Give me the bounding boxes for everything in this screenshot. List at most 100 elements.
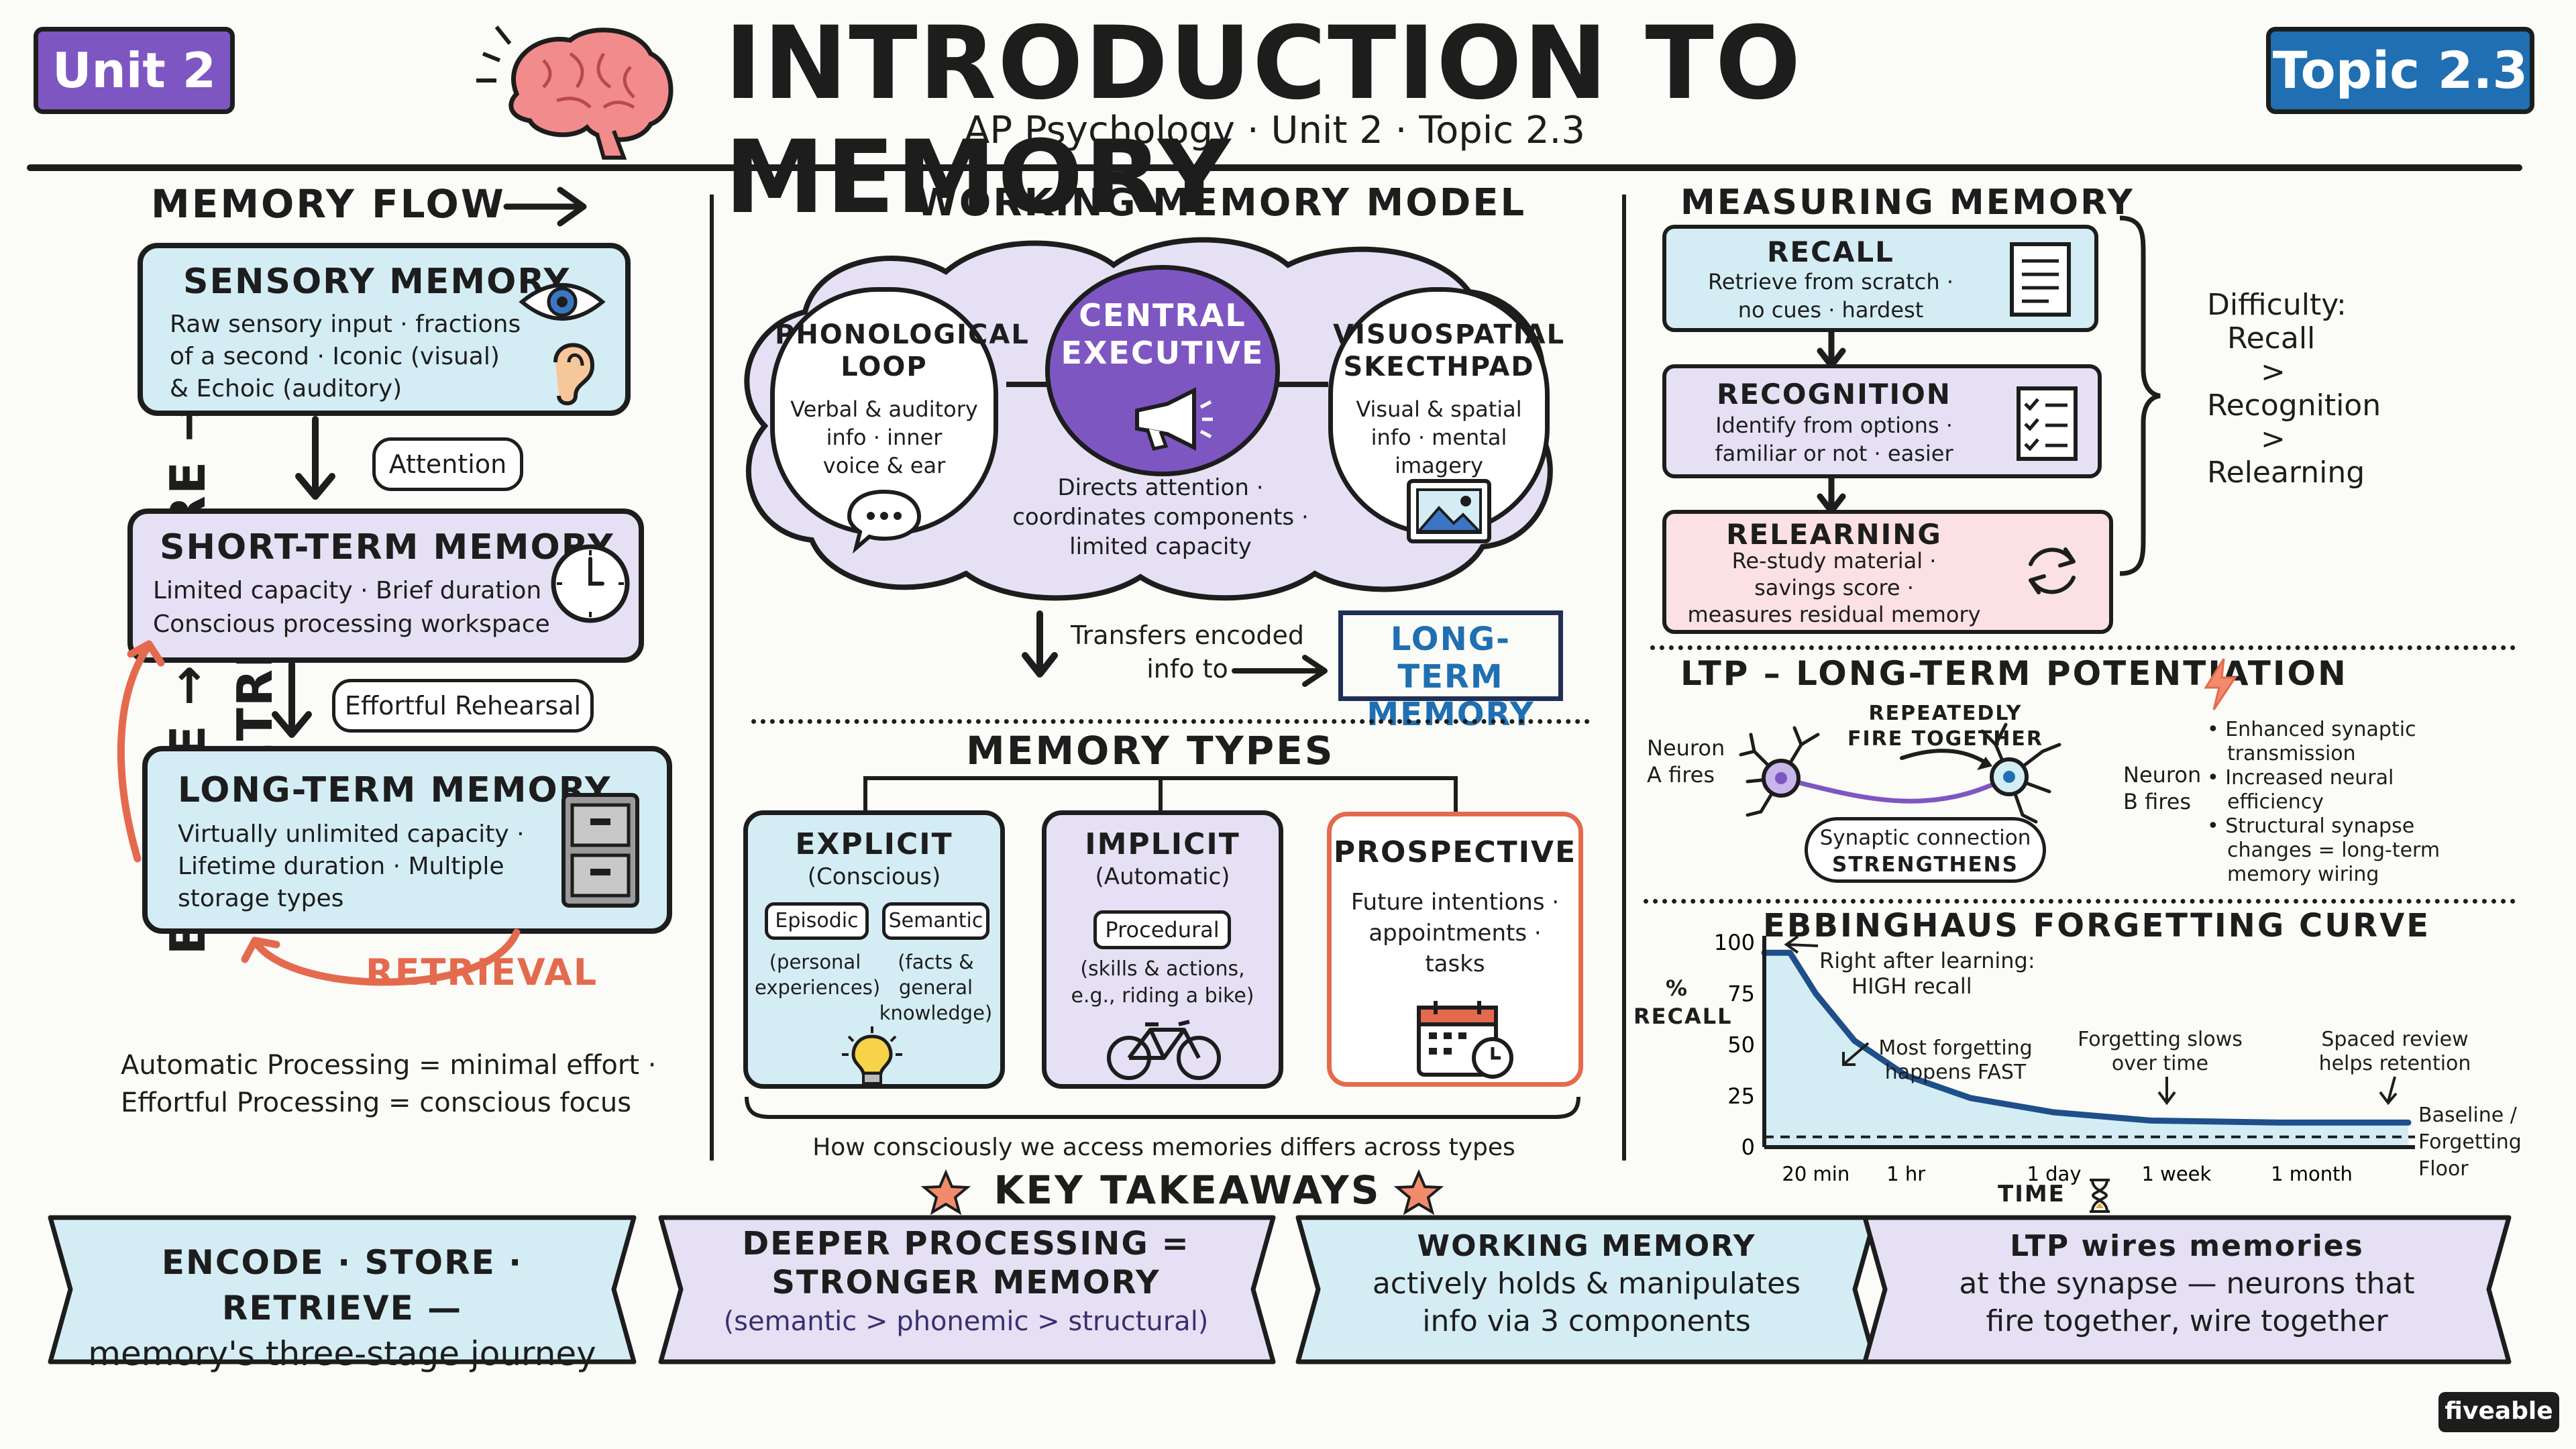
x-tick-label: 20 min xyxy=(1782,1163,1849,1185)
x-tick-label: 1 day xyxy=(2027,1163,2081,1185)
y-axis-label: % RECALL xyxy=(1633,975,1733,1029)
transfer-text: Transfers encoded info to xyxy=(1067,619,1308,686)
phonological-title: PHONOLOGICAL xyxy=(775,319,1030,350)
semantic-desc: knowledge) xyxy=(879,1002,993,1024)
relearning-line: savings score · xyxy=(1754,575,1914,600)
short-term-line: Limited capacity · Brief duration · xyxy=(153,577,557,604)
difficulty-ranking: Difficulty: Recall > Recognition > Relea… xyxy=(2207,288,2381,490)
memory-types-footnote: How consciously we access memories diffe… xyxy=(812,1134,1515,1161)
filing-cabinet-icon xyxy=(561,793,639,908)
ltp-bullet: efficiency xyxy=(2227,790,2324,814)
ltp-bullet: memory wiring xyxy=(2227,863,2379,886)
short-term-line: Conscious processing workspace xyxy=(153,610,550,638)
divider-right xyxy=(1622,195,1626,1161)
difficulty-label: Difficulty: xyxy=(2207,288,2347,322)
relearning-box: RELEARNING Re-study material · savings s… xyxy=(1662,510,2113,634)
episodic-desc: experiences) xyxy=(755,976,881,999)
visuospatial-title: SKECTHPAD xyxy=(1343,352,1535,382)
long-term-memory-box: LONG-TERM MEMORY Virtually unlimited cap… xyxy=(142,746,672,934)
implicit-sub: (Automatic) xyxy=(1095,863,1230,890)
takeaway-line: actively holds & manipulates xyxy=(1372,1267,1801,1301)
y-tick-label: 25 xyxy=(1727,1083,1755,1109)
processing-notes: Automatic Processing = minimal effort · … xyxy=(121,1046,656,1122)
difficulty-item: Recognition xyxy=(2207,388,2381,423)
sensory-line: of a second · Iconic (visual) xyxy=(170,343,500,370)
takeaway-line: fire together, wire together xyxy=(1986,1304,2388,1338)
ltp-bullet: • Enhanced synaptic xyxy=(2207,718,2416,741)
recognition-line: Identify from options · xyxy=(1715,413,1953,438)
repeat-label: FIRE TOGETHER xyxy=(1847,727,2043,751)
synapse-pill: Synaptic connection STRENGTHENS xyxy=(1805,817,2046,883)
neurons-diagram xyxy=(1739,722,2061,824)
visuospatial-line: info · mental xyxy=(1371,425,1507,450)
takeaway-line: ENCODE · STORE · RETRIEVE — xyxy=(161,1243,523,1328)
recall-title: RECALL xyxy=(1767,235,1894,268)
procedural-desc: (skills & actions, xyxy=(1080,957,1245,981)
ltp-bullet: • Structural synapse xyxy=(2207,814,2415,838)
lightning-icon xyxy=(2204,658,2237,710)
visuospatial-line: imagery xyxy=(1395,453,1483,478)
megaphone-icon xyxy=(1135,387,1213,451)
document-icon xyxy=(2010,242,2071,317)
header-rule xyxy=(27,164,2522,171)
recall-box: RECALL Retrieve from scratch · no cues ·… xyxy=(1662,225,2098,332)
long-term-line: storage types xyxy=(178,885,344,912)
transfer-line: info to xyxy=(1146,654,1228,684)
wm-divider xyxy=(751,719,1590,724)
note-high: Right after learning: xyxy=(1819,948,2035,973)
divider-left xyxy=(710,195,714,1161)
implicit-box: IMPLICIT (Automatic) Procedural (skills … xyxy=(1042,810,1283,1089)
difficulty-brace xyxy=(2119,215,2161,576)
visuospatial-line: Visual & spatial xyxy=(1356,396,1522,422)
visuospatial-title: VISUOSPATIAL xyxy=(1333,319,1566,350)
sensory-memory-box: SENSORY MEMORY Raw sensory input · fract… xyxy=(138,243,631,416)
annotation-arrow xyxy=(1784,935,1819,954)
difficulty-sep: > xyxy=(2261,422,2286,456)
curve-area xyxy=(1764,953,2408,1147)
star-icon xyxy=(1393,1169,1444,1216)
y-tick-label: 50 xyxy=(1727,1032,1755,1058)
takeaway-1: ENCODE · STORE · RETRIEVE — memory's thr… xyxy=(74,1234,610,1377)
difficulty-item: Relearning xyxy=(2207,455,2365,490)
calendar-icon xyxy=(1417,1001,1513,1079)
memory-types-brace xyxy=(745,1096,1580,1119)
short-term-memory-box: SHORT-TERM MEMORY Limited capacity · Bri… xyxy=(127,508,644,663)
lightbulb-icon xyxy=(842,1026,902,1085)
takeaway-line: at the synapse — neurons that xyxy=(1959,1267,2415,1301)
short-term-title: SHORT-TERM MEMORY xyxy=(160,527,614,568)
unit-badge: Unit 2 xyxy=(34,27,235,114)
semantic-tag: Semantic xyxy=(882,902,989,940)
neuron-a-label: A fires xyxy=(1647,762,1715,788)
ltp-heading: LTP – LONG-TERM POTENTIATION xyxy=(1680,654,2348,693)
topic-badge: Topic 2.3 xyxy=(2266,27,2534,114)
recognition-line: familiar or not · easier xyxy=(1715,441,1953,466)
central-executive: CENTRAL EXECUTIVE xyxy=(1045,265,1280,476)
bicycle-icon xyxy=(1107,1020,1221,1080)
ebbinghaus-heading: EBBINGHAUS FORGETTING CURVE xyxy=(1763,907,2431,945)
neuron-a-label: Neuron xyxy=(1647,735,1725,761)
central-description: Directs attention · coordinates componen… xyxy=(1000,473,1322,561)
y-tick-label: 0 xyxy=(1741,1134,1755,1160)
star-icon xyxy=(920,1169,971,1216)
x-axis-label: TIME xyxy=(1998,1181,2065,1208)
synapse-label: Synaptic connection xyxy=(1819,826,2031,850)
sensory-memory-title: SENSORY MEMORY xyxy=(183,262,571,302)
note-slows: over time xyxy=(2111,1052,2209,1075)
page-title: INTRODUCTION TO MEMORY xyxy=(724,5,1803,236)
central-line: coordinates components · xyxy=(1012,504,1309,531)
sensory-line: & Echoic (auditory) xyxy=(170,375,402,402)
eye-icon xyxy=(519,283,606,321)
takeaway-line: LTP wires memories xyxy=(2010,1229,2364,1263)
forgetting-curve-line xyxy=(1761,949,2412,1126)
prospective-line: tasks xyxy=(1425,951,1485,977)
brain-icon xyxy=(476,25,674,160)
processing-note: Automatic Processing = minimal effort · xyxy=(121,1050,657,1081)
implicit-title: IMPLICIT xyxy=(1085,827,1240,861)
retrieval-arrows xyxy=(117,640,521,986)
speech-bubble-icon xyxy=(847,489,922,554)
ear-icon xyxy=(553,343,595,406)
rehearsal-pill: Effortful Rehearsal xyxy=(332,679,594,733)
takeaway-4: LTP wires memories at the synapse — neur… xyxy=(1892,1228,2482,1340)
central-title: EXECUTIVE xyxy=(1061,335,1265,371)
long-term-line: Lifetime duration · Multiple xyxy=(178,853,504,880)
